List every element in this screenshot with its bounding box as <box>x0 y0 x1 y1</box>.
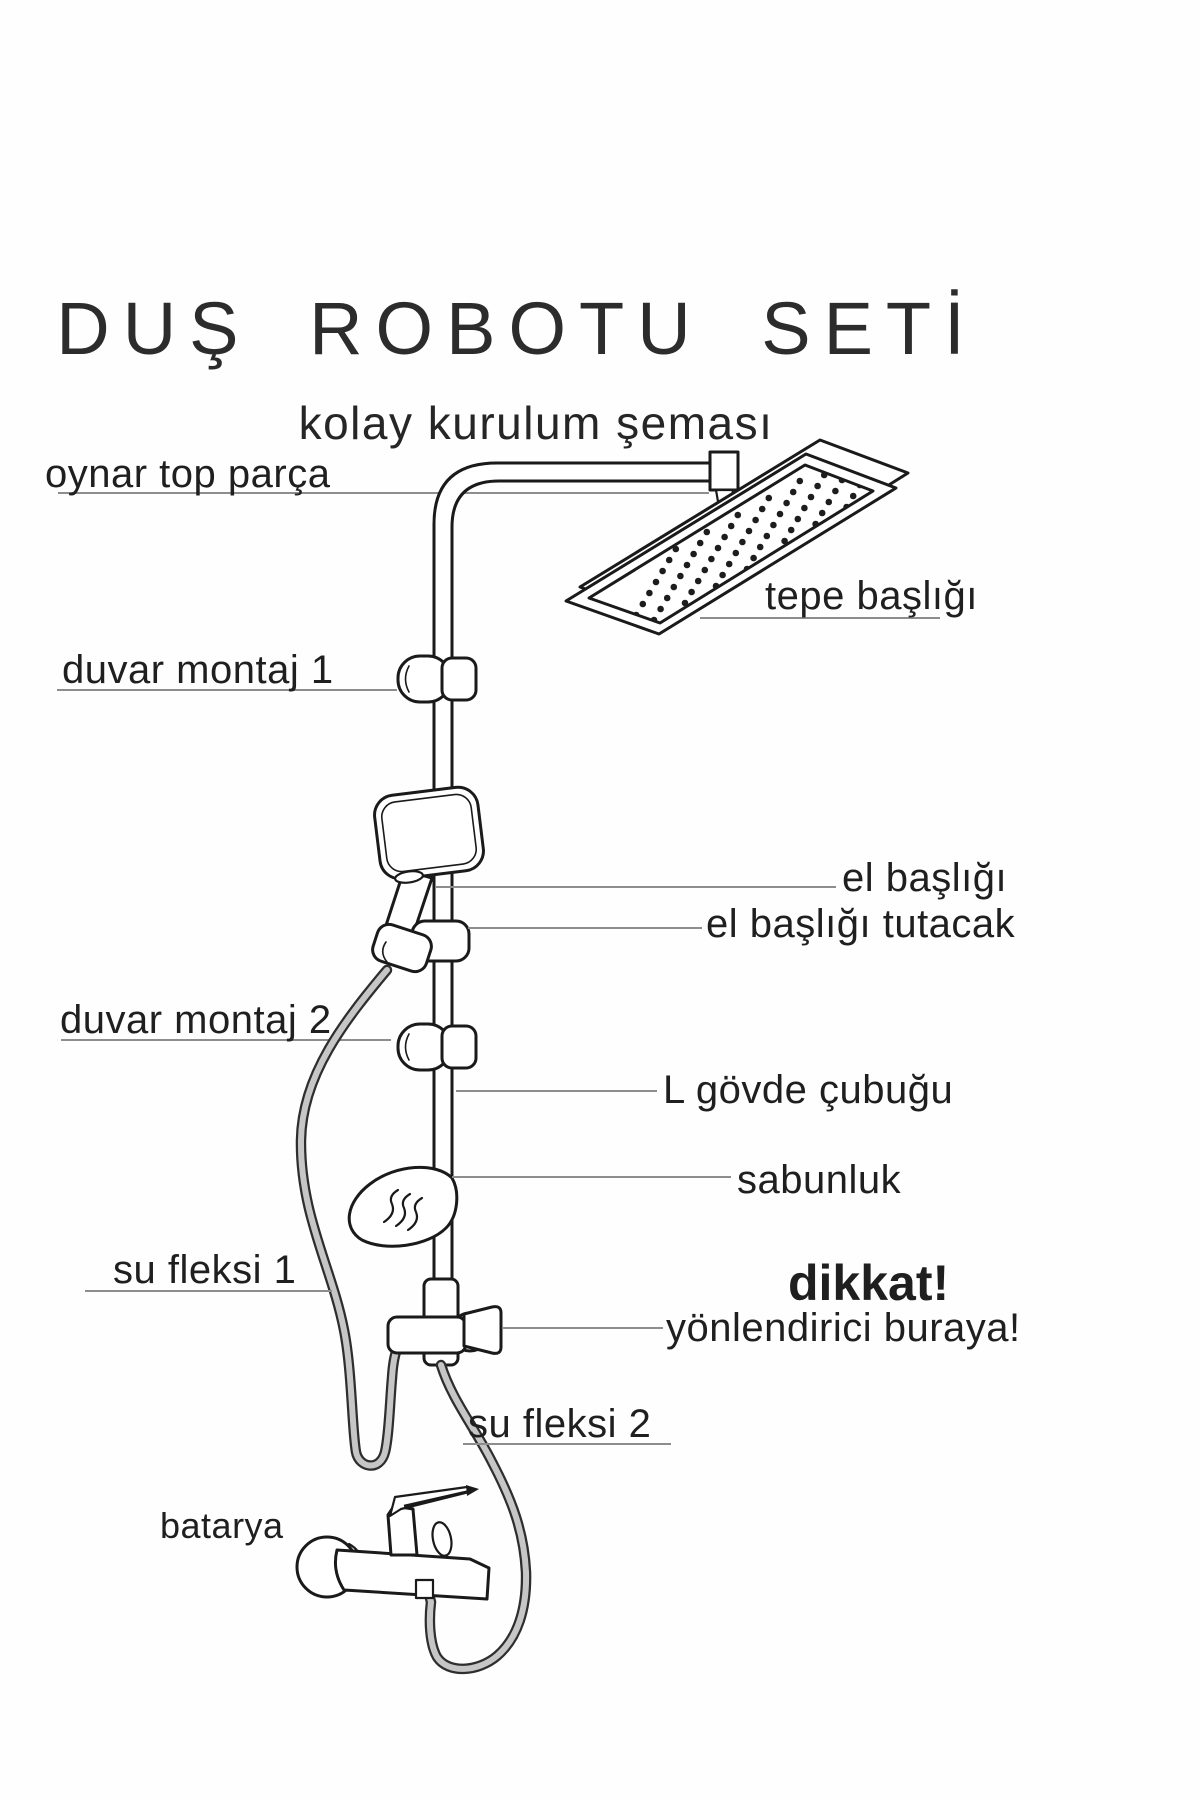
label-overhead-shower: tepe başlığı <box>765 574 978 618</box>
label-wall-mount-2: duvar montaj 2 <box>60 998 332 1042</box>
wall-mount-1-drawing <box>396 654 478 704</box>
mixer-tap-drawing <box>295 1485 491 1601</box>
leader-lines-front <box>85 617 940 1445</box>
label-hand-shower: el başlığı <box>842 856 1008 900</box>
diverter-drawing <box>386 1277 503 1367</box>
label-diverter-here: yönlendirici buraya! <box>666 1306 1021 1350</box>
label-soap-dish: sabunluk <box>737 1158 902 1202</box>
label-swivel-ball-part: oynar top parça <box>45 452 331 496</box>
attention-arrow <box>403 1485 479 1508</box>
page-title: DUŞ ROBOTU SETİ <box>56 287 978 370</box>
page-subtitle: kolay kurulum şeması <box>298 397 774 449</box>
label-wall-mount-1: duvar montaj 1 <box>62 648 334 692</box>
overhead-shower-drawing <box>564 438 910 636</box>
wall-mount-2-drawing <box>396 1022 478 1072</box>
soap-dish-drawing <box>347 1165 459 1248</box>
l-body-pipe-drawing <box>432 461 711 1292</box>
label-water-flex-1: su fleksi 1 <box>113 1248 297 1292</box>
label-mixer-tap: batarya <box>160 1505 284 1546</box>
label-l-body-rod: L gövde çubuğu <box>663 1068 954 1112</box>
label-hand-shower-holder: el başlığı tutacak <box>706 902 1016 946</box>
label-water-flex-2: su fleksi 2 <box>468 1402 652 1446</box>
hand-shower-holder-drawing <box>371 919 471 974</box>
label-attention: dikkat! <box>788 1255 950 1311</box>
flex-hose-1-drawing <box>295 964 403 1471</box>
